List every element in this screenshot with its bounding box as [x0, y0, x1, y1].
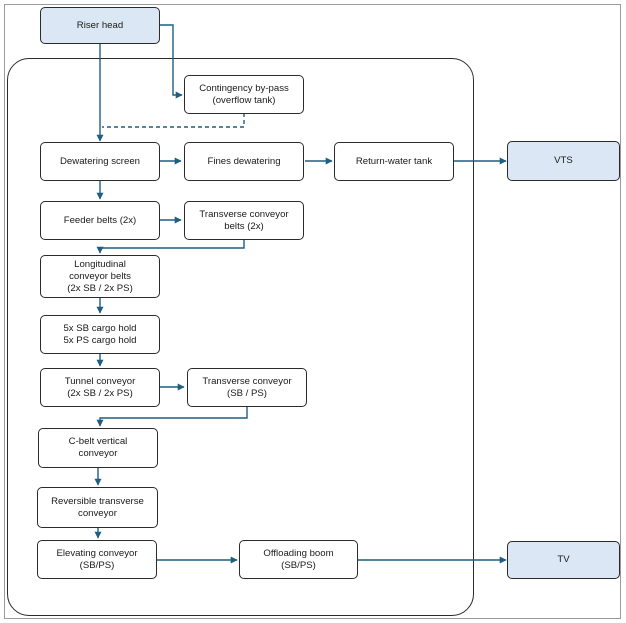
node-contingency-bypass: Contingency by-pass (overflow tank) — [184, 75, 304, 114]
diagram-frame — [4, 4, 621, 619]
node-dewatering-screen: Dewatering screen — [40, 142, 160, 181]
node-elevating-conveyor: Elevating conveyor (SB/PS) — [37, 540, 157, 579]
node-transverse-conveyor-belts: Transverse conveyor belts (2x) — [184, 201, 304, 240]
node-offloading-boom: Offloading boom (SB/PS) — [239, 540, 358, 579]
node-tv: TV — [507, 541, 620, 579]
connector-bypass-to-screen — [102, 113, 245, 128]
node-tunnel-conveyor: Tunnel conveyor (2x SB / 2x PS) — [40, 368, 160, 407]
connector-transverse-to-longitudinal — [96, 240, 245, 254]
node-return-water-tank: Return-water tank — [334, 142, 454, 181]
node-longitudinal-conveyor-belts: Longitudinal conveyor belts (2x SB / 2x … — [40, 255, 160, 298]
connector-riser-to-bypass — [160, 24, 183, 99]
node-feeder-belts: Feeder belts (2x) — [40, 201, 160, 240]
node-c-belt-vertical-conveyor: C-belt vertical conveyor — [38, 428, 158, 468]
node-reversible-transverse-conveyor: Reversible transverse conveyor — [37, 487, 158, 528]
node-riser-head: Riser head — [40, 7, 160, 44]
node-cargo-hold: 5x SB cargo hold 5x PS cargo hold — [40, 315, 160, 354]
node-transverse-conveyor-sbps: Transverse conveyor (SB / PS) — [187, 368, 307, 407]
node-vts: VTS — [507, 141, 620, 181]
connector-transverse-to-cbelt — [96, 407, 248, 427]
vessel-boundary — [7, 58, 474, 616]
node-fines-dewatering: Fines dewatering — [184, 142, 304, 181]
